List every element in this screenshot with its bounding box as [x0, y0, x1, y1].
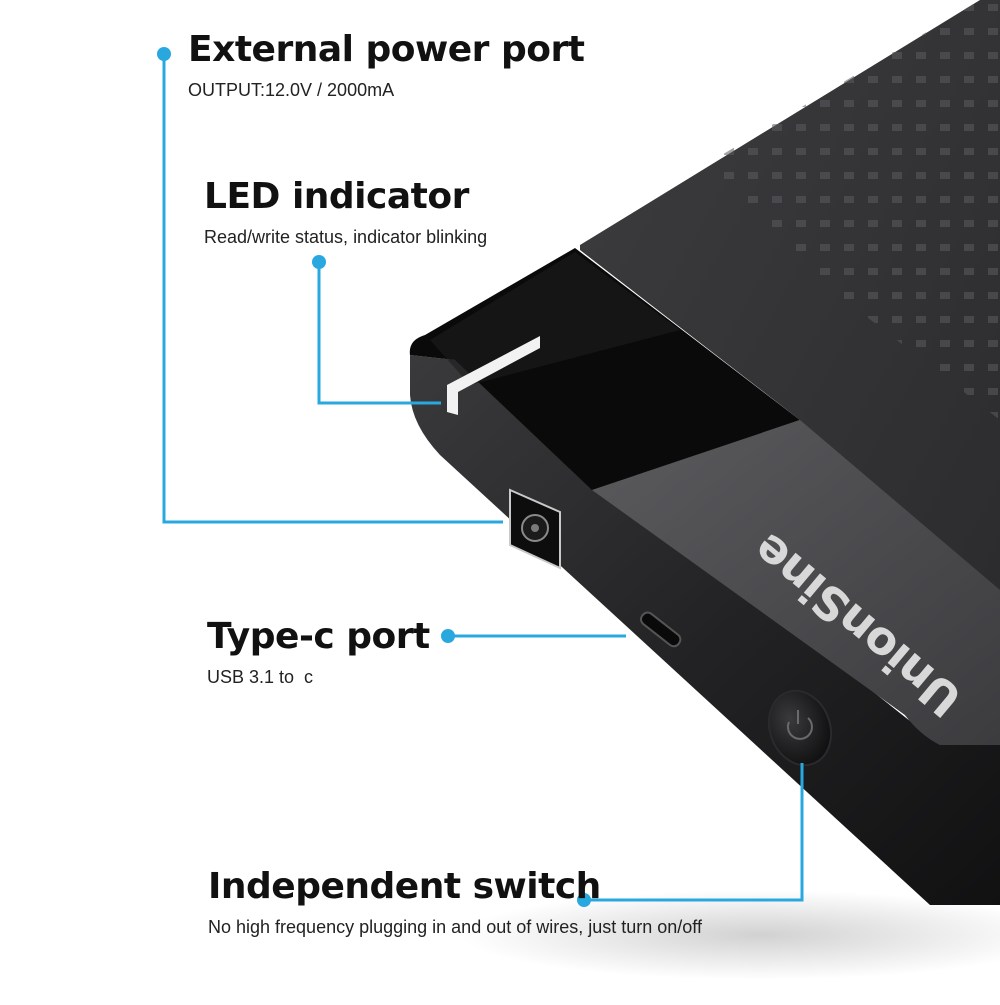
- callout-lines: [162, 54, 804, 902]
- feature-description: USB 3.1 to c: [207, 666, 314, 687]
- callout-line-led: [317, 262, 441, 405]
- feature-independent-switch: Independent switch No high frequency plu…: [208, 867, 702, 938]
- callout-dots: [157, 47, 591, 907]
- feature-led-indicator: LED indicator Read/write status, indicat…: [204, 177, 487, 248]
- feature-type-c-port: Type-c port USB 3.1 to c: [207, 617, 430, 688]
- feature-title: External power port: [188, 29, 585, 70]
- device-side-face: [410, 355, 1000, 905]
- feature-title: Independent switch: [208, 866, 601, 907]
- dot-texture-pattern: [705, 0, 1000, 420]
- floor-shadow: [460, 890, 1000, 980]
- feature-external-power-port: External power port OUTPUT:12.0V / 2000m…: [188, 29, 585, 101]
- feature-description: Read/write status, indicator blinking: [204, 226, 488, 247]
- feature-description: OUTPUT:12.0V / 2000mA: [188, 79, 395, 100]
- feature-title: Type-c port: [207, 616, 430, 657]
- power-button-icon: [767, 689, 833, 767]
- feature-title: LED indicator: [204, 176, 469, 217]
- led-light-bar-icon: [447, 336, 540, 415]
- grey-brand-panel: [592, 420, 1000, 745]
- dc-power-jack-icon: [509, 488, 561, 570]
- feature-description: No high frequency plugging in and out of…: [208, 916, 702, 937]
- callout-line-power-port: [162, 54, 503, 524]
- callout-line-switch: [584, 763, 804, 902]
- usb-type-c-port-icon: [639, 611, 682, 648]
